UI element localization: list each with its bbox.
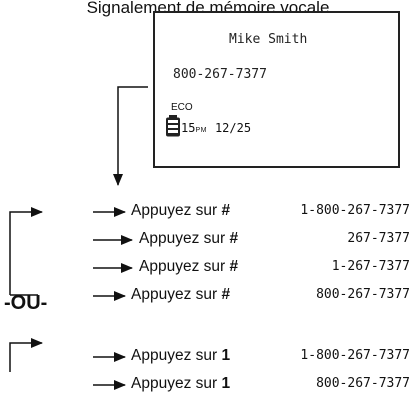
battery-icon [166, 115, 180, 137]
caller-number: 800-267-7377 [173, 67, 267, 82]
dial-option-row: Appuyez sur # 1-267-7377 [0, 257, 416, 277]
loop-arrow-top-alt [9, 338, 43, 372]
dial-option-number: 1-800-267-7377 [300, 203, 410, 218]
dial-option-number: 1-800-267-7377 [300, 348, 410, 363]
down-arrow [113, 86, 148, 186]
caller-name: Mike Smith [229, 32, 308, 47]
dial-option-number: 1-267-7377 [331, 259, 410, 274]
eco-indicator: ECO [171, 102, 193, 113]
dial-option-row: Appuyez sur 1 1-800-267-7377 [0, 346, 416, 366]
time-ampm: PM [195, 127, 207, 134]
dial-option-row: Appuyez sur # 800-267-7377 [0, 285, 416, 305]
dial-option-label: Appuyez sur # [131, 286, 231, 303]
dial-option-label: Appuyez sur # [131, 202, 231, 219]
or-separator: -OU- [4, 292, 48, 314]
dial-option-number: 800-267-7377 [316, 376, 410, 391]
loop-arrow-top [9, 207, 43, 295]
call-time: 15 [181, 121, 196, 135]
handset-display: Mike Smith 800-267-7377 ECO 15PM 12/25 [153, 11, 400, 168]
dial-option-label: Appuyez sur # [139, 230, 239, 247]
dial-option-row: Appuyez sur 1 800-267-7377 [0, 374, 416, 394]
dial-option-row: Appuyez sur # 1-800-267-7377 [0, 201, 416, 221]
dial-option-number: 267-7377 [347, 231, 410, 246]
dial-option-label: Appuyez sur # [139, 258, 239, 275]
dial-option-label: Appuyez sur 1 [131, 375, 231, 392]
call-date: 12/25 [214, 121, 252, 135]
time-date-row: 15PM 12/25 [165, 115, 251, 137]
dial-option-number: 800-267-7377 [316, 287, 410, 302]
dial-option-label: Appuyez sur 1 [131, 347, 231, 364]
dial-option-row: Appuyez sur # 267-7377 [0, 229, 416, 249]
